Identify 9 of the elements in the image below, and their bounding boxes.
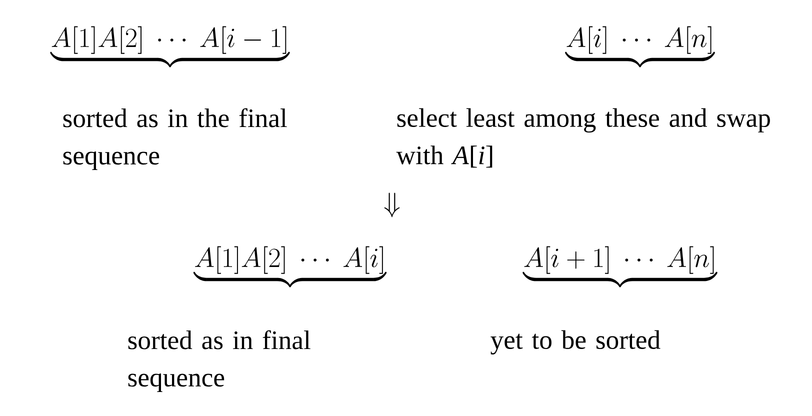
- math-expression: $\underbrace{A[1]A[2]\ \cdots\ A[i]}$: [193, 246, 387, 288]
- description-text: sorted as in final sequence: [128, 330, 310, 392]
- description-text: yet to be sorted: [490, 330, 660, 354]
- math-expression: $\underbrace{A[1]A[2]\ \cdots\ A[i-1]}$: [50, 26, 290, 68]
- description-text: sorted as in the final sequence: [63, 108, 287, 170]
- math-expression: $\underbrace{A[i]\ \cdots\ A[n]}$: [565, 26, 715, 68]
- math-expression: $\underbrace{A[i+1]\ \cdots\ A[n]}$: [522, 246, 718, 288]
- down-arrow: $\Downarrow$: [384, 192, 400, 218]
- description-text: select least among these and swap with A[i]: [396, 108, 770, 168]
